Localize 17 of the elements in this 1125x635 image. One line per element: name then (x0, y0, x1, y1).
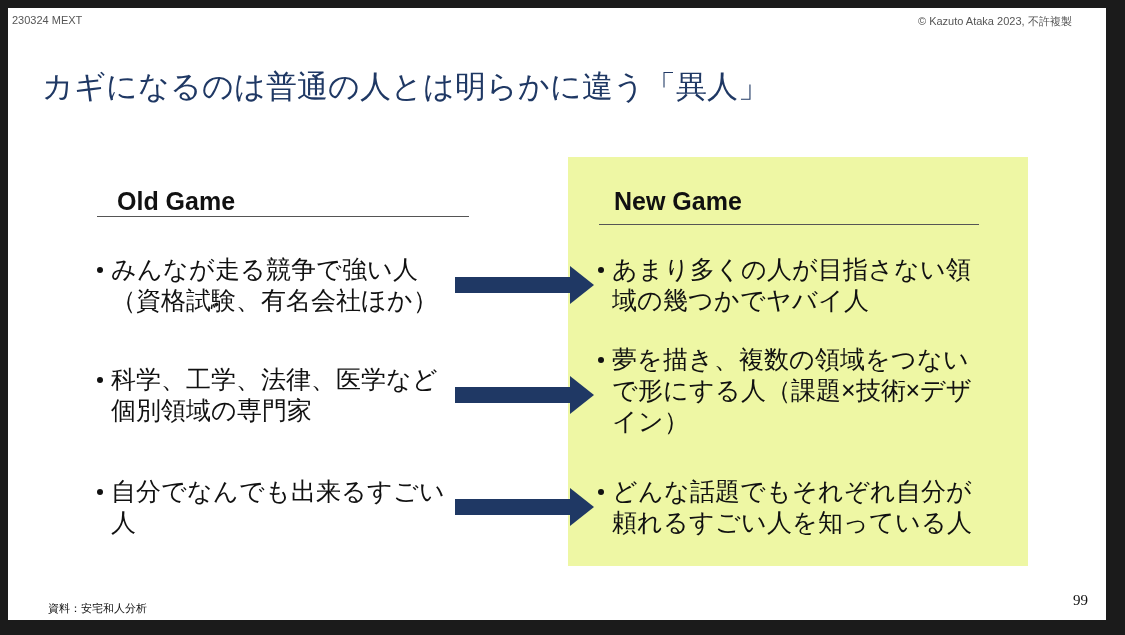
copyright-note: © Kazuto Ataka 2023, 不許複製 (918, 14, 1072, 29)
date-label: 230324 MEXT (12, 14, 83, 26)
bullet-text: みんなが走る競争で強い人（資格試験、有名会社ほか） (111, 254, 439, 316)
page-number: 99 (1073, 592, 1088, 609)
bullet-text: 科学、工学、法律、医学など個別領域の専門家 (111, 364, 439, 426)
source-note: 資料：安宅和人分析 (48, 601, 147, 616)
column-heading: Old Game (117, 187, 236, 216)
highlight-panel (568, 157, 1028, 566)
bullet-text: どんな話題でもそれぞれ自分が頼れるすごい人を知っている人 (612, 476, 973, 538)
slide-title: カギになるのは普通の人とは明らかに違う「異人」 (42, 68, 769, 106)
bullet-text: 夢を描き、複数の領域をつないで形にする人（課題×技術×デザイン） (612, 344, 974, 437)
block-arrow (455, 266, 594, 304)
block-arrow (455, 376, 594, 414)
bullet-text: 自分でなんでも出来るすごい人 (111, 476, 446, 538)
bullet-text: あまり多くの人が目指さない領域の幾つかでヤバイ人 (612, 254, 972, 316)
block-arrow (455, 488, 594, 526)
column-heading: New Game (614, 187, 742, 216)
